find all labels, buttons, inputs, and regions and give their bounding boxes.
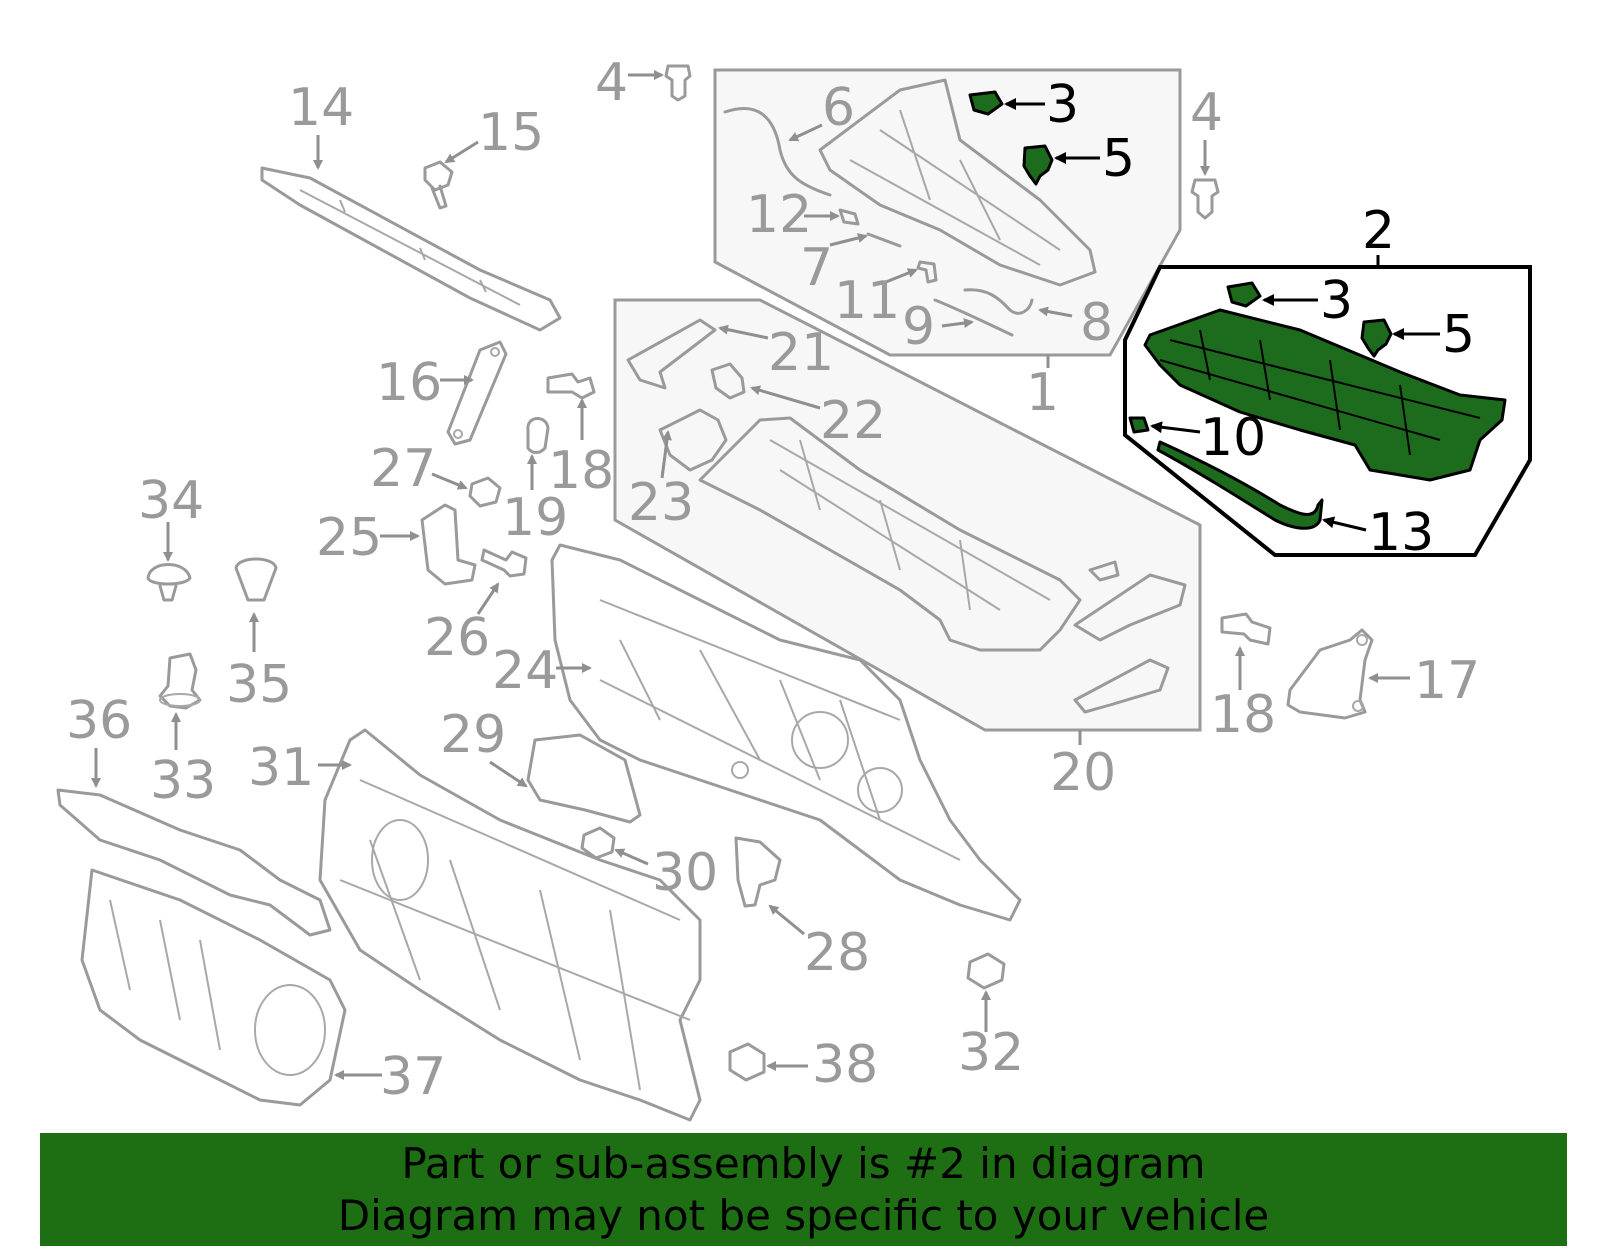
callout-27: 27 [370,439,436,499]
callout-30: 30 [652,843,718,903]
callout-14: 14 [288,78,354,138]
part-23-bracket [658,408,728,472]
callout-5-box2: 5 [1442,305,1475,365]
part-33-clip [158,652,202,710]
callout-7: 7 [800,238,833,298]
callout-34: 34 [138,471,204,531]
callout-29: 29 [440,705,506,765]
part-30-nut [580,826,616,860]
part-3-highlight-upper [968,90,1004,116]
callout-2: 2 [1362,201,1395,261]
callout-16: 16 [376,353,442,413]
part-29-bracket [526,733,642,824]
part-38-nut [728,1042,766,1082]
callout-3-upper: 3 [1046,75,1079,135]
callout-22: 22 [820,391,886,451]
part-22-bracket [710,362,746,400]
part-27-nut [468,476,502,508]
part-12-small-part [838,208,860,226]
part-10-clip-highlight [1128,416,1150,434]
callout-32: 32 [958,1023,1024,1083]
part-13-hose-highlight [1156,440,1324,530]
part-35-clip [234,557,278,602]
part-14-bracket [260,166,562,332]
part-19-grommet [526,417,550,454]
part-24-dash-panel [550,543,1022,922]
callout-3-box2: 3 [1320,271,1353,331]
callout-33: 33 [150,751,216,811]
banner-line-1: Part or sub-assembly is #2 in diagram [401,1138,1206,1188]
info-banner: Part or sub-assembly is #2 in diagram Di… [40,1133,1567,1246]
part-5-highlight-upper [1022,144,1054,186]
leader-lines [91,70,1410,1080]
callout-19: 19 [502,488,568,548]
part-1-cowl-upper [818,78,1097,287]
part-18-bolt-upper [546,372,596,400]
part-4-clip-top [664,64,692,102]
part-17-bracket [1286,628,1374,720]
part-7-rod [866,232,902,248]
callout-25: 25 [316,508,382,568]
part-6-hose [723,106,832,197]
part-21-bracket [626,318,717,390]
leader-lines-highlight [1004,98,1440,532]
part-36-insulator [56,788,332,937]
part-25-bracket [420,503,477,586]
callout-4-top: 4 [595,53,628,113]
callout-18-lower: 18 [1210,685,1276,745]
callout-8: 8 [1080,293,1113,353]
callout-10: 10 [1200,408,1266,468]
callout-37: 37 [380,1047,446,1107]
part-20-cowl-lower [698,416,1082,652]
callout-24: 24 [492,641,558,701]
part-3-highlight-box2 [1226,281,1262,308]
callout-21: 21 [768,323,834,383]
part-5-highlight-box2 [1360,318,1393,358]
callout-20: 20 [1050,743,1116,803]
callout-15: 15 [478,103,544,163]
callout-36: 36 [66,691,132,751]
part-18-bolt-lower [1220,612,1272,646]
callout-26: 26 [424,608,490,668]
callout-38: 38 [812,1035,878,1095]
callout-4-right: 4 [1190,83,1223,143]
part-32-nut [966,952,1006,990]
banner-line-2: Diagram may not be specific to your vehi… [337,1190,1270,1240]
callout-12: 12 [746,185,812,245]
callout-31: 31 [248,738,314,798]
assembly-box-20 [613,298,1202,732]
part-9-hose [933,298,1014,337]
part-20-bracket-right [1073,560,1187,714]
callout-1: 1 [1026,363,1059,423]
part-31-dash-insulator [318,728,702,1122]
callout-11: 11 [834,271,900,331]
part-11-clip [916,260,938,284]
callout-35: 35 [226,655,292,715]
callout-28: 28 [804,923,870,983]
part-16-bracket [446,340,508,446]
part-37-insulator [80,868,347,1107]
part-2-cowl-panel-highlight [1143,308,1507,482]
callout-5-upper: 5 [1102,129,1135,189]
callout-9: 9 [902,297,935,357]
part-8-hose [963,288,1034,315]
callout-6: 6 [822,78,855,138]
part-26-bolt [480,548,528,578]
callout-17: 17 [1414,651,1480,711]
part-4-clip-right [1190,178,1220,220]
callout-13: 13 [1368,503,1434,563]
callout-23: 23 [628,473,694,533]
callout-18-upper: 18 [548,441,614,501]
part-34-clip [146,563,192,602]
part-15-bolt [423,160,454,210]
part-28-bracket [734,836,782,908]
